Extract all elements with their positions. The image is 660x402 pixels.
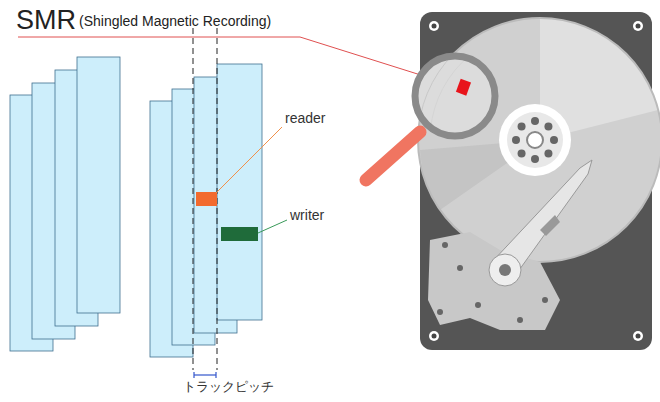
shingle-tracks <box>10 57 120 351</box>
magnifier <box>366 18 660 262</box>
writer-head <box>221 227 258 241</box>
pitch-bracket <box>194 372 216 378</box>
shingle-tracks <box>150 64 262 357</box>
track-pitch-label: トラックピッチ <box>183 380 274 394</box>
reader-label: reader <box>285 111 325 126</box>
title: SMR <box>16 6 76 36</box>
track-boundary <box>193 28 217 370</box>
reader-leader <box>216 127 282 193</box>
writer-label: writer <box>290 208 324 223</box>
reader-head <box>196 192 217 206</box>
subtitle: (Shingled Magnetic Recording) <box>79 14 271 29</box>
writer-leader <box>258 220 287 233</box>
